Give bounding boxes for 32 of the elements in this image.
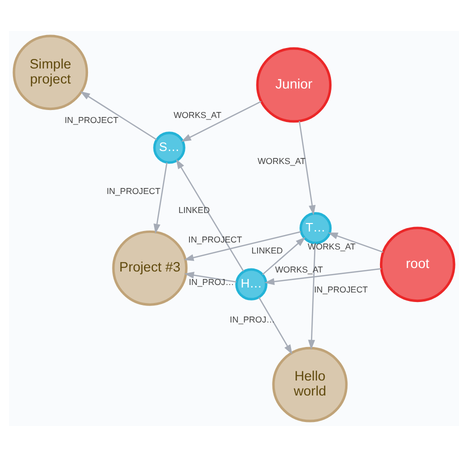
arrow [264,268,381,285]
edge-label: LINKED [251,245,282,255]
arrow [262,236,306,275]
edge-label: WORKS_AT [307,241,356,252]
arrow [180,100,261,142]
node-circle: Project #3 [112,230,188,306]
edge-label: IN_PROJECT [314,284,368,294]
arrow [258,296,292,354]
edge-label: IN_PROJECT [64,114,118,124]
edge-label: IN_PROJ… [188,276,234,286]
node-circle: root [379,226,455,302]
node-circle: T… [299,212,332,244]
node-circle: H… [234,268,267,300]
node-circle: Simple project [12,34,88,110]
edge-label: IN_PROJECT [188,234,242,244]
edge-label: WORKS_AT [257,155,306,166]
arrow [184,271,236,282]
edge-label: WORKS_AT [173,110,221,120]
arrow [327,232,383,252]
arrow [183,230,301,260]
node-circle: Hello world [272,346,348,422]
arrow [298,120,316,215]
node-circle: Junior [256,46,332,122]
node-circle: S… [152,131,185,164]
arrow [153,162,167,234]
edge-label: WORKS_AT [274,264,322,274]
edge-label: IN_PROJ… [229,314,274,324]
edge-label: IN_PROJECT [106,186,160,196]
arrow [308,242,316,350]
arrow [176,158,244,272]
arrow [80,90,156,140]
edge-label: LINKED [178,204,210,214]
